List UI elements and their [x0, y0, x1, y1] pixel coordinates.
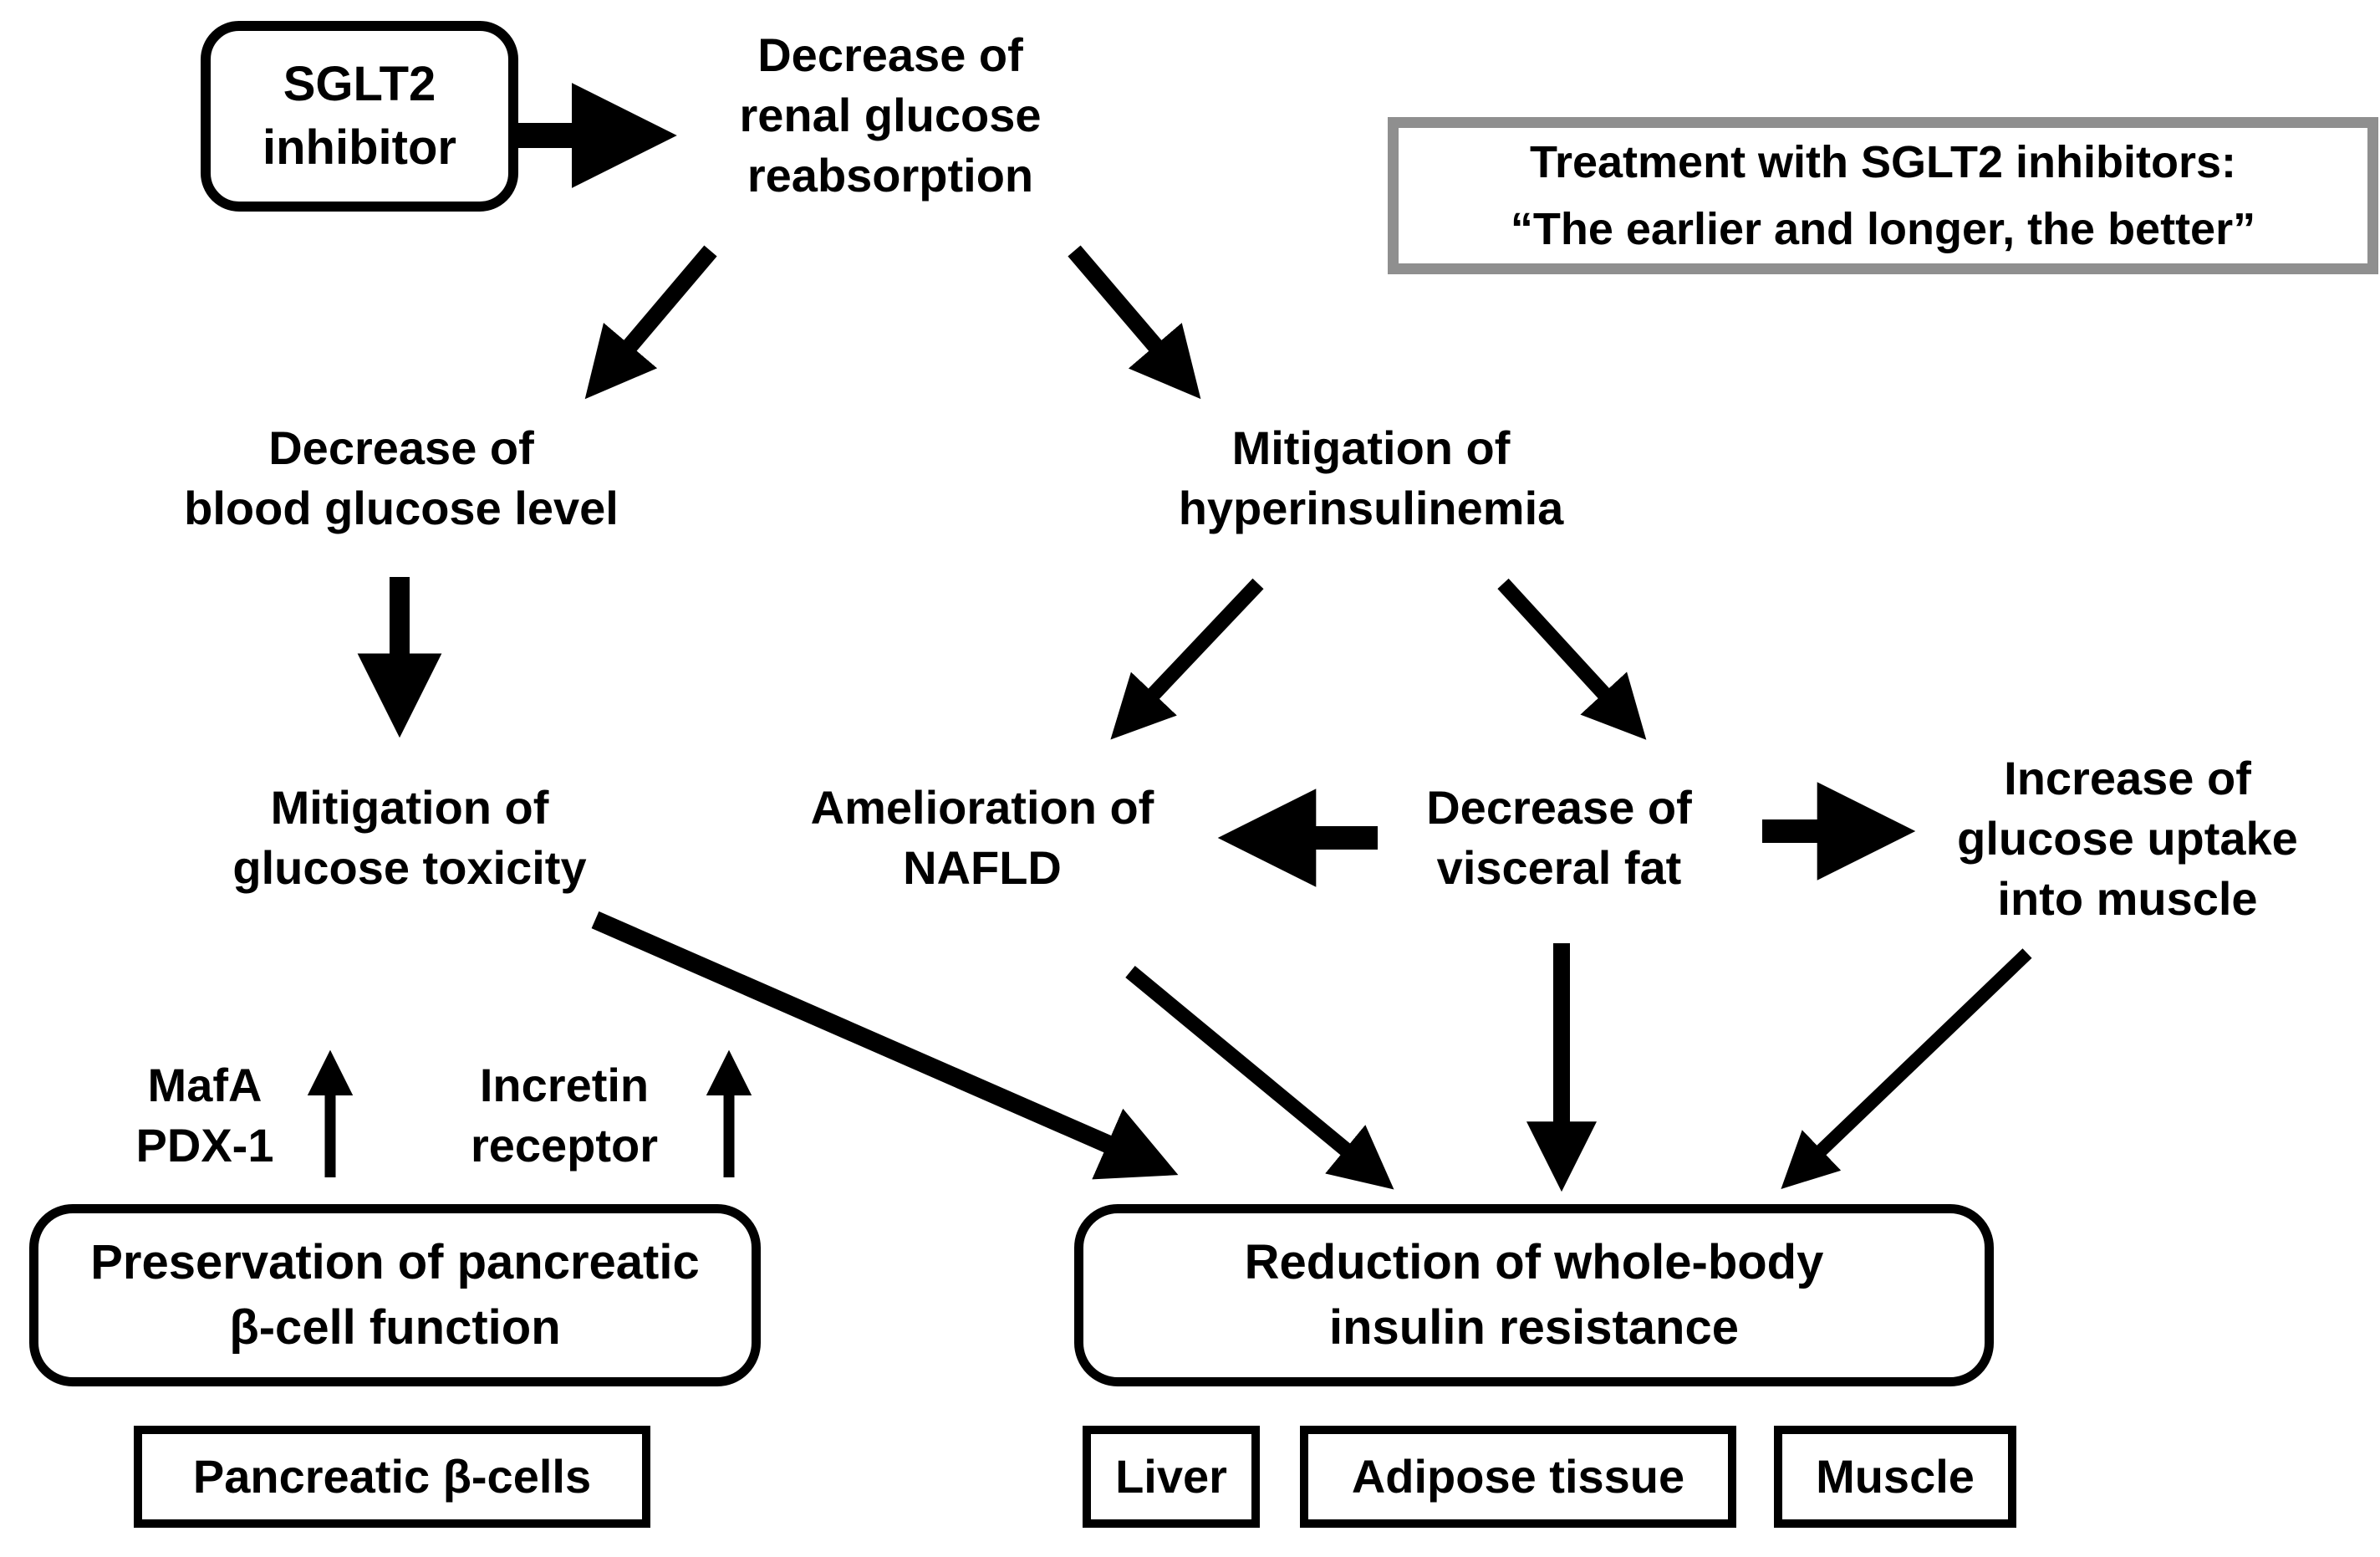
- arrow-hyperinsulinemia-to-nafld: [1110, 578, 1264, 740]
- organ-box-pancreatic-beta-cells: Pancreatic β-cells: [134, 1426, 650, 1528]
- organ-pancreatic-beta-cells-label: Pancreatic β-cells: [192, 1450, 592, 1503]
- node-decrease-of-visceral-fat: Decrease of visceral fat: [1363, 778, 1756, 898]
- node-sglt2-inhibitor: SGLT2 inhibitor: [201, 21, 518, 212]
- arrow-nafld-to-reduction: [1125, 966, 1394, 1190]
- node-reduction-of-whole-body-insulin-resistance: Reduction of whole-body insulin resistan…: [1074, 1204, 1994, 1386]
- node-glucose-toxicity-line2: glucose toxicity: [232, 841, 587, 894]
- node-blood-glucose-line2: blood glucose level: [184, 482, 619, 534]
- treatment-banner-line2: “The earlier and longer, the better”: [1510, 204, 2256, 254]
- node-mafa-pdx1: MafA PDX-1: [100, 1055, 309, 1176]
- node-muscle-uptake-line2: glucose uptake: [1957, 812, 2298, 865]
- node-increase-glucose-uptake-into-muscle: Increase of glucose uptake into muscle: [1906, 748, 2349, 929]
- node-visceral-fat-line2: visceral fat: [1436, 841, 1682, 894]
- node-mitigation-of-hyperinsulinemia: Mitigation of hyperinsulinemia: [1112, 418, 1630, 539]
- node-incretin-line1: Incretin: [479, 1059, 650, 1111]
- node-incretin-line2: receptor: [470, 1119, 659, 1172]
- node-preservation-line2: β-cell function: [229, 1300, 561, 1355]
- arrow-renal-to-hyperinsulinemia: [1068, 245, 1201, 400]
- node-sglt2-inhibitor-line2: inhibitor: [262, 120, 456, 175]
- organ-box-adipose-tissue: Adipose tissue: [1300, 1426, 1736, 1528]
- node-reduction-line2: insulin resistance: [1329, 1300, 1739, 1355]
- node-sglt2-inhibitor-line1: SGLT2: [283, 57, 436, 111]
- node-nafld-line1: Amelioration of: [810, 781, 1154, 834]
- node-preservation-line1: Preservation of pancreatic: [90, 1235, 700, 1289]
- node-mafa-line1: MafA: [147, 1059, 262, 1111]
- node-renal-line3: reabsorption: [747, 149, 1034, 202]
- organ-adipose-tissue-label: Adipose tissue: [1351, 1450, 1685, 1503]
- node-blood-glucose-line1: Decrease of: [268, 421, 534, 474]
- arrow-hyperinsulinemia-to-visceral_fat: [1497, 578, 1647, 740]
- treatment-banner-box: Treatment with SGLT2 inhibitors: “The ea…: [1388, 117, 2378, 274]
- node-reduction-line1: Reduction of whole-body: [1244, 1235, 1824, 1289]
- organ-liver-label: Liver: [1115, 1450, 1227, 1503]
- node-mitigation-of-glucose-toxicity: Mitigation of glucose toxicity: [142, 778, 677, 898]
- arrow-muscle_uptake-to-reduction: [1781, 948, 2032, 1189]
- node-amelioration-of-nafld: Amelioration of NAFLD: [769, 778, 1195, 898]
- node-incretin-receptor: Incretin receptor: [426, 1055, 702, 1176]
- node-renal-line2: renal glucose: [739, 89, 1042, 141]
- node-decrease-renal-glucose-reabsorption: Decrease of renal glucose reabsorption: [652, 25, 1129, 206]
- node-mafa-line2: PDX-1: [135, 1119, 274, 1172]
- node-preservation-of-pancreatic-beta-cell-function: Preservation of pancreatic β-cell functi…: [29, 1204, 761, 1386]
- node-renal-line1: Decrease of: [757, 28, 1023, 81]
- organ-box-liver: Liver: [1083, 1426, 1260, 1528]
- node-muscle-uptake-line1: Increase of: [2004, 752, 2251, 804]
- treatment-banner-line1: Treatment with SGLT2 inhibitors:: [1529, 137, 2237, 187]
- node-visceral-fat-line1: Decrease of: [1426, 781, 1692, 834]
- organ-box-muscle: Muscle: [1774, 1426, 2016, 1528]
- node-nafld-line2: NAFLD: [903, 841, 1062, 894]
- node-muscle-uptake-line3: into muscle: [1997, 872, 2258, 925]
- node-hyperinsulinemia-line1: Mitigation of: [1231, 421, 1511, 474]
- node-glucose-toxicity-line1: Mitigation of: [270, 781, 549, 834]
- node-hyperinsulinemia-line2: hyperinsulinemia: [1178, 482, 1564, 534]
- organ-muscle-label: Muscle: [1816, 1450, 1975, 1503]
- node-decrease-blood-glucose-level: Decrease of blood glucose level: [125, 418, 677, 539]
- arrow-renal-to-blood_glucose: [584, 245, 717, 400]
